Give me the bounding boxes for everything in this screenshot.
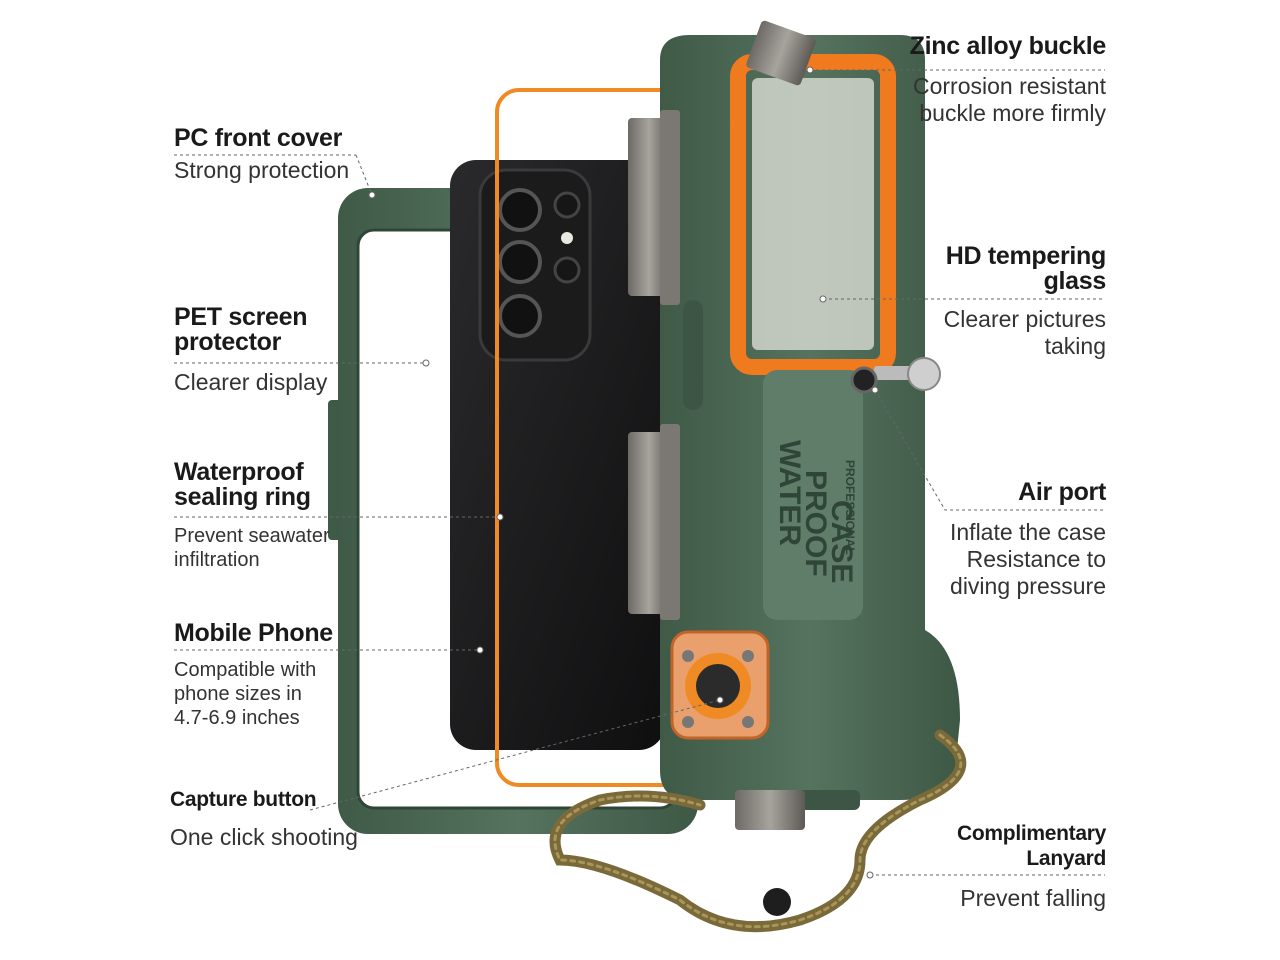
label-subtitle: Compatible with phone sizes in 4.7-6.9 i… [174,659,317,729]
leader-dots [368,66,879,879]
label-pc-front-cover: PC front cover Strong protection [174,126,364,184]
label-waterproof-sealing-ring: Waterproof sealing ring Prevent seawater… [174,460,334,572]
air-port-knob [850,357,941,394]
label-title: Air port [1018,478,1106,506]
case-print-line4: PROFESSIONAL [843,460,857,555]
label-capture-button: Capture button One click shooting [170,787,370,851]
label-subtitle: Prevent falling [960,885,1106,911]
label-air-port: Air port Inflate the case Resistance to … [916,480,1106,600]
label-subtitle: One click shooting [170,824,358,850]
label-mobile-phone: Mobile Phone Compatible with phone sizes… [174,621,344,730]
label-title: Waterproof sealing ring [174,458,311,511]
label-subtitle: Prevent seawater infiltration [174,525,330,571]
mobile-phone [450,160,665,750]
case-print-line2: PROOF [799,470,832,577]
label-subtitle: Clearer display [174,369,328,395]
label-title: Capture button [170,788,317,811]
label-complimentary-lanyard: Complimentary Lanyard Prevent falling [946,821,1106,912]
label-title: Mobile Phone [174,619,333,647]
hinge-bottom [628,424,680,620]
label-hd-tempering-glass: HD tempering glass Clearer pictures taki… [926,242,1107,360]
label-subtitle: Clearer pictures taking [943,306,1106,359]
case-body [660,35,960,810]
label-subtitle: Corrosion resistant buckle more firmly [912,73,1106,126]
case-print-line3: CASE [825,500,858,583]
label-title: Complimentary Lanyard [957,822,1106,870]
label-pet-screen-protector: PET screen protector Clearer display [174,303,327,396]
case-print-line1: WATER [773,440,806,546]
hinge-top [628,110,680,305]
case-print: WATER PROOF CASE PROFESSIONAL [773,440,858,583]
label-title: PC front cover [174,124,343,152]
label-title: HD tempering glass [945,242,1107,295]
lanyard [549,729,967,933]
bottom-buckle [735,790,805,830]
zinc-alloy-buckle [746,20,816,86]
label-zinc-alloy-buckle: Zinc alloy buckle Corrosion resistant bu… [866,32,1107,127]
label-title: PET screen protector [174,303,308,356]
label-title: Zinc alloy buckle [909,32,1107,60]
label-subtitle: Strong protection [174,157,350,183]
label-subtitle: Inflate the case Resistance to diving pr… [950,519,1106,599]
leader-lines [174,69,1105,876]
capture-button [670,630,770,740]
